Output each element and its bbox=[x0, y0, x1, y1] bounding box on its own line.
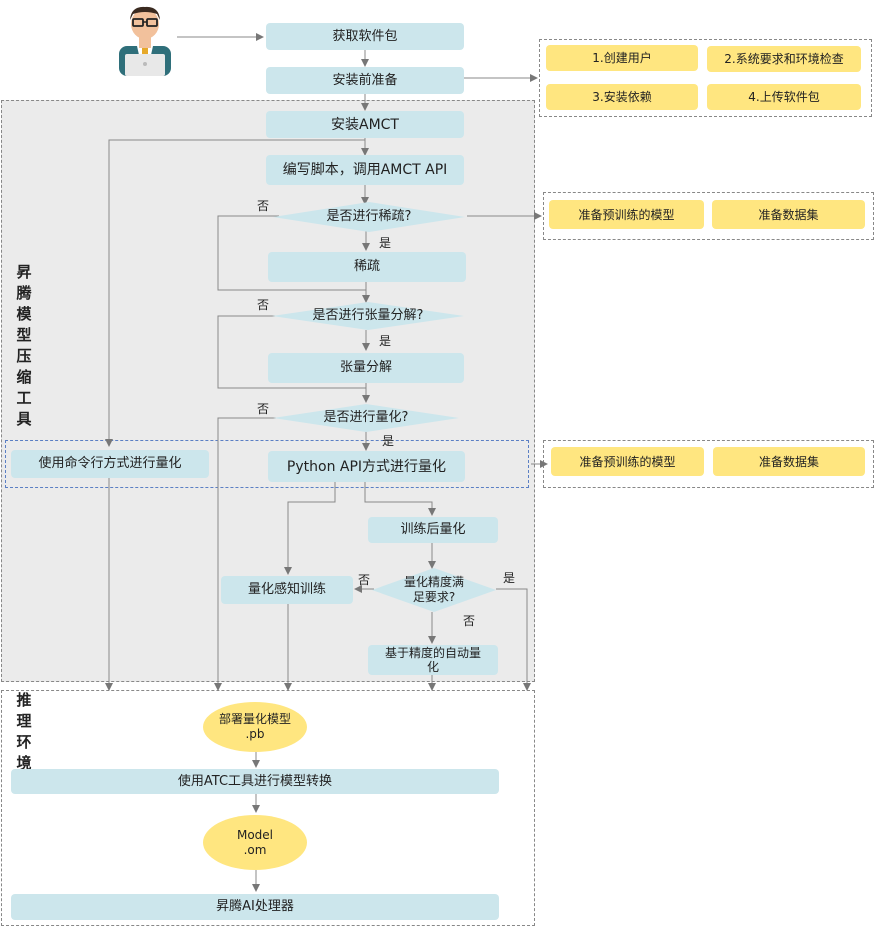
prep-items-group bbox=[539, 39, 872, 117]
om-model-node: Model .om bbox=[203, 815, 307, 870]
om-model-line2: .om bbox=[243, 842, 267, 857]
sparse-prereq-dataset: 准备数据集 bbox=[712, 200, 865, 229]
accuracy-yes-label: 是 bbox=[503, 571, 516, 585]
prep-item-env-check: 2.系统要求和环境检查 bbox=[707, 46, 861, 72]
accuracy-decision bbox=[372, 568, 496, 612]
accuracy-no-left-label: 否 bbox=[358, 573, 371, 587]
atc-convert-step: 使用ATC工具进行模型转换 bbox=[11, 769, 499, 794]
tensor-yes-label: 是 bbox=[379, 334, 392, 348]
tensor-decision bbox=[272, 302, 464, 330]
deploy-model-line1: 部署量化模型 bbox=[218, 712, 291, 726]
prep-item-upload-package: 4.上传软件包 bbox=[707, 84, 861, 110]
prep-item-install-deps: 3.安装依赖 bbox=[546, 84, 698, 110]
sparse-decision bbox=[273, 202, 465, 232]
deploy-model-line2: .pb bbox=[245, 727, 265, 741]
inference-env-label: 推理环境 bbox=[16, 691, 32, 772]
inference-env-region bbox=[1, 690, 535, 926]
post-train-quant-step: 训练后量化 bbox=[368, 517, 498, 543]
python-quant-step: Python API方式进行量化 bbox=[268, 451, 465, 482]
quant-prereq-pretrained-model: 准备预训练的模型 bbox=[551, 447, 704, 476]
quant-decision bbox=[273, 404, 459, 432]
sparse-prereqs-group bbox=[543, 192, 874, 240]
get-package-step: 获取软件包 bbox=[266, 23, 464, 50]
auto-quant-line2: 化 bbox=[426, 660, 439, 674]
tensor-decision-label: 是否进行张量分解? bbox=[312, 308, 424, 323]
pre-install-step: 安装前准备 bbox=[266, 67, 464, 94]
write-script-step: 编写脚本，调用AMCT API bbox=[266, 155, 464, 185]
ai-processor-step: 昇腾AI处理器 bbox=[11, 894, 499, 920]
quant-prereq-dataset: 准备数据集 bbox=[713, 447, 865, 476]
auto-quant-step: 基于精度的自动量 化 bbox=[368, 645, 498, 675]
compression-tool-label: 昇腾模型压缩工具 bbox=[16, 263, 32, 428]
quant-no-label: 否 bbox=[257, 402, 270, 416]
quant-method-highlight bbox=[5, 440, 529, 488]
sparse-yes-label: 是 bbox=[379, 236, 392, 250]
tensor-no-label: 否 bbox=[257, 298, 270, 312]
cmd-quant-step: 使用命令行方式进行量化 bbox=[11, 450, 209, 478]
om-model-line1: Model bbox=[236, 827, 274, 842]
auto-quant-line1: 基于精度的自动量 bbox=[384, 646, 481, 660]
accuracy-decision-line2: 足要求? bbox=[412, 590, 456, 604]
sparse-step: 稀疏 bbox=[268, 252, 466, 282]
tensor-step: 张量分解 bbox=[268, 353, 464, 383]
sparse-no-label: 否 bbox=[257, 199, 270, 213]
accuracy-decision-line1: 量化精度满 bbox=[403, 575, 464, 589]
accuracy-decision-label: 量化精度满 足要求? bbox=[372, 568, 496, 612]
accuracy-no-down-label: 否 bbox=[463, 614, 476, 628]
deploy-model-node: 部署量化模型 .pb bbox=[203, 702, 307, 752]
sparse-prereq-pretrained-model: 准备预训练的模型 bbox=[549, 200, 704, 229]
install-amct-step: 安装AMCT bbox=[266, 111, 464, 138]
quant-yes-label: 是 bbox=[382, 434, 395, 448]
prep-item-create-user: 1.创建用户 bbox=[546, 45, 698, 71]
qat-step: 量化感知训练 bbox=[221, 576, 353, 604]
quant-decision-label: 是否进行量化? bbox=[323, 410, 409, 425]
user-icon bbox=[119, 6, 171, 76]
sparse-decision-label: 是否进行稀疏? bbox=[326, 209, 412, 224]
